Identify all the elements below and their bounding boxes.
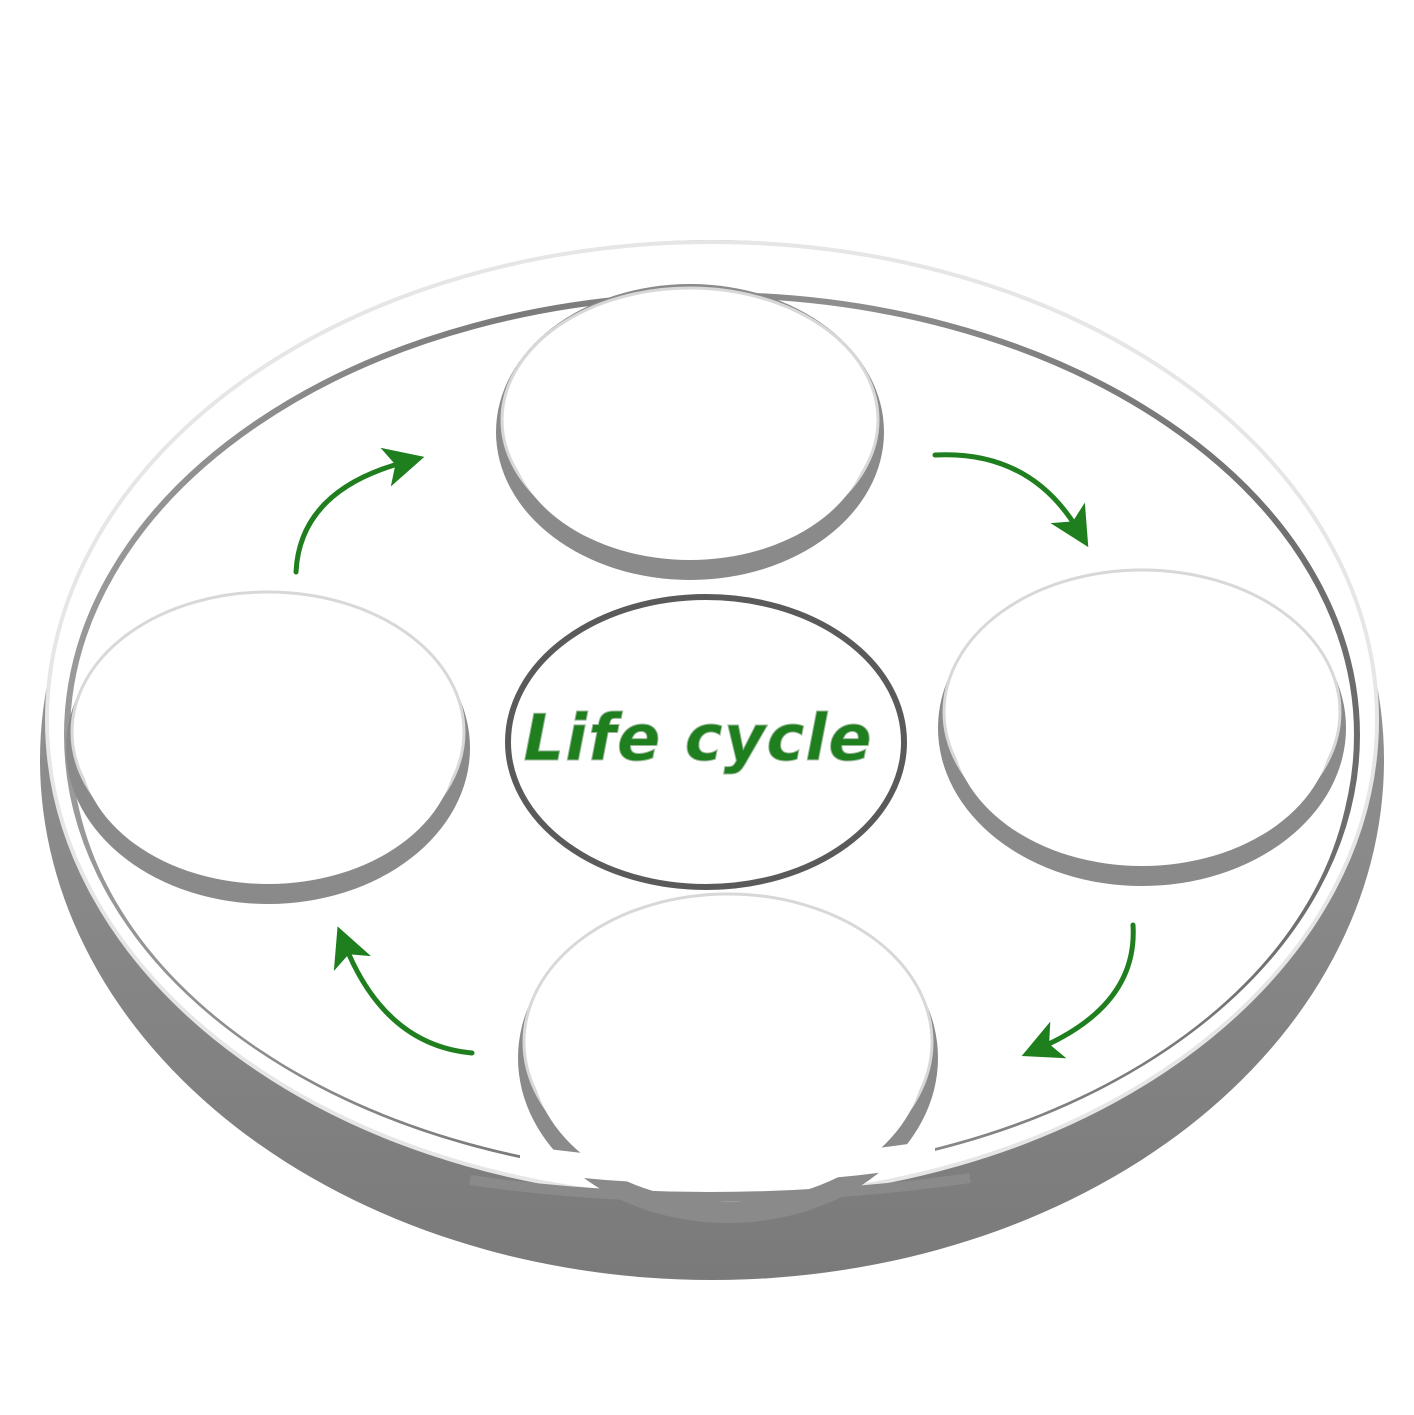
center-label: Life cycle <box>523 702 872 776</box>
stage-ring-top <box>496 284 884 580</box>
stage-ring-right <box>938 568 1346 886</box>
center-ring <box>505 594 907 890</box>
arrow-bottom-left <box>333 926 475 1056</box>
stage-ring-bottom <box>518 892 938 1223</box>
cycle-arrows <box>293 447 1136 1059</box>
arrow-top-right <box>932 452 1089 548</box>
arrow-top-left <box>293 447 425 575</box>
arrow-bottom-right <box>1021 922 1136 1059</box>
outer-ring-front <box>469 1140 971 1203</box>
stage-ring-left <box>66 590 470 904</box>
